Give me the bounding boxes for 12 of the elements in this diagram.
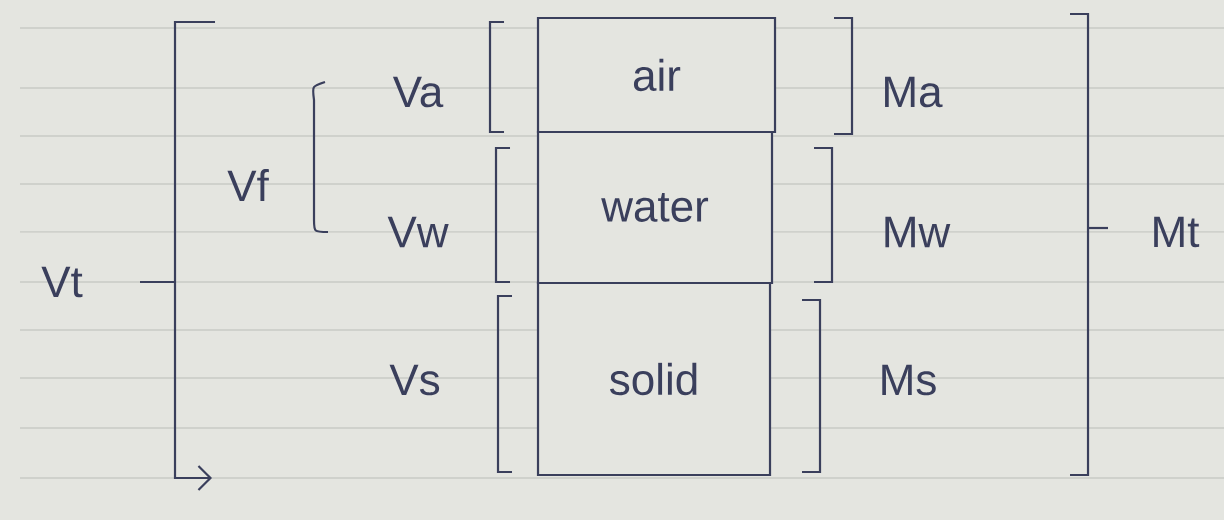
phase-box: solid (536, 281, 772, 477)
phase-box: water (536, 130, 774, 285)
symbol-label: Vt (41, 266, 83, 298)
symbol-label: Vs (389, 364, 440, 396)
symbol-label: Ms (882, 364, 936, 396)
symbol-label: Va (392, 76, 444, 108)
symbol-label: Ma (885, 76, 943, 108)
symbol-label: Vw (387, 216, 449, 248)
phase-box: air (536, 16, 777, 134)
symbol-label: Mw (885, 216, 951, 248)
symbol-label: Vf (227, 169, 269, 201)
symbol-label: Mt (1154, 216, 1200, 248)
